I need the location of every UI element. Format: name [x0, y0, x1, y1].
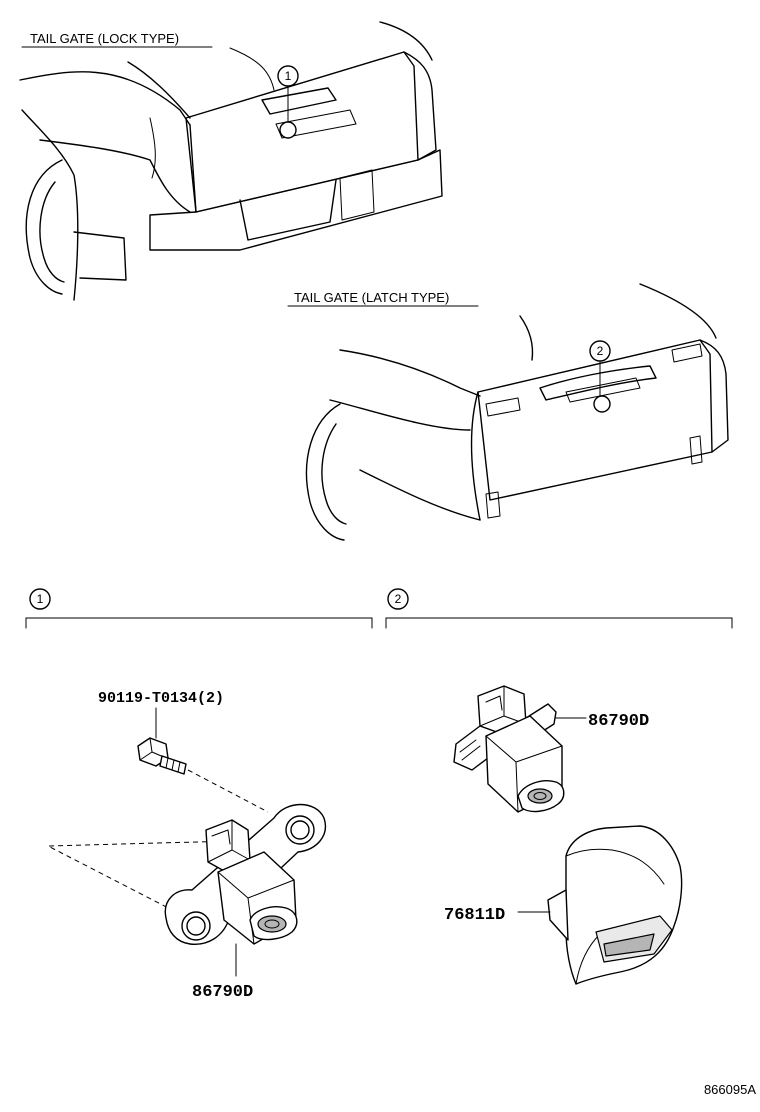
latch-tail-lamp-right: [699, 339, 729, 453]
latch-reflector-right: [671, 343, 703, 363]
camera-location-lock-type: [279, 121, 297, 139]
latch-bed-inner-line: [519, 315, 534, 361]
callout-2-circle-top: [589, 340, 611, 362]
callout-1-circle-top: [277, 65, 299, 87]
callout-1-number-section: 1: [37, 592, 44, 606]
bolt-drawing: [137, 737, 187, 775]
tail-gate-handle-recess: [261, 87, 337, 115]
camera-location-latch-type: [593, 395, 611, 413]
latch-rear-wheel: [305, 403, 345, 541]
latch-garnish: [539, 365, 657, 401]
section-2-bracket: [385, 617, 733, 629]
section-header-2: 2: [385, 588, 733, 629]
bed-rail-left: [127, 61, 191, 119]
bed-rail-right: [379, 21, 433, 61]
latch-tail-gate-left-edge: [470, 391, 481, 521]
bumper-step: [239, 179, 337, 241]
bed-side-crease: [39, 139, 191, 213]
bolt-guide-dash: [187, 769, 269, 813]
latch-handle: [565, 377, 641, 403]
callout-2-number-section: 2: [395, 592, 402, 606]
lock-type-label: TAIL GATE (LOCK TYPE): [30, 31, 179, 46]
section-1-bracket: [25, 617, 373, 629]
tail-gate-left-edge: [189, 124, 197, 213]
latch-rear-wheel-rim: [321, 423, 347, 525]
tail-lamp-right: [403, 51, 437, 161]
latch-bed-side-crease: [329, 399, 471, 431]
mud-flap: [73, 231, 127, 281]
callout-2-circle-section: [387, 588, 409, 610]
latch-hinge-right: [689, 435, 703, 465]
bed-side-top: [19, 71, 191, 126]
latch-hinge-left: [485, 491, 501, 519]
rear-bumper: [149, 149, 443, 251]
rear-wheel-rim: [39, 181, 65, 283]
camera-lock-part-number: 86790D: [192, 983, 253, 1002]
bumper-pad: [339, 169, 375, 221]
tail-lamp-left: [149, 117, 156, 179]
bolt-part-number: 90119-T0134(2): [98, 690, 224, 707]
latch-body-bottom: [359, 469, 481, 521]
latch-reflector-left: [485, 397, 521, 417]
tail-gate-panel: [185, 51, 419, 213]
mount-guide-dash: [47, 839, 271, 915]
bed-inner-line: [229, 47, 275, 91]
rear-wheel-outline: [25, 159, 63, 295]
callout-1-number-top: 1: [285, 69, 292, 83]
latch-tail-gate-panel: [477, 339, 713, 501]
latch-bed-rail-right: [639, 283, 717, 339]
truck-latch-type-illustration: TAIL GATE (LATCH TYPE) 2: [287, 283, 729, 541]
camera-latch-type-drawing: [453, 685, 565, 813]
camera-cover-drawing: [547, 825, 683, 985]
truck-lock-type-illustration: TAIL GATE (LOCK TYPE) 1: [19, 21, 443, 301]
latch-type-label: TAIL GATE (LATCH TYPE): [294, 290, 449, 305]
section-2-parts: 86790D 76811D: [444, 685, 683, 985]
cover-part-number: 76811D: [444, 906, 505, 925]
callout-1-circle-section: [29, 588, 51, 610]
camera-latch-part-number: 86790D: [588, 712, 649, 731]
camera-lock-type-drawing: [164, 803, 327, 945]
latch-bed-side-top: [339, 349, 481, 397]
callout-2-number-top: 2: [597, 344, 604, 358]
section-header-1: 1: [25, 588, 373, 629]
diagram-id: 866095A: [704, 1082, 756, 1097]
rear-fender: [21, 109, 79, 301]
section-1-parts: 90119-T0134(2): [47, 690, 327, 1002]
